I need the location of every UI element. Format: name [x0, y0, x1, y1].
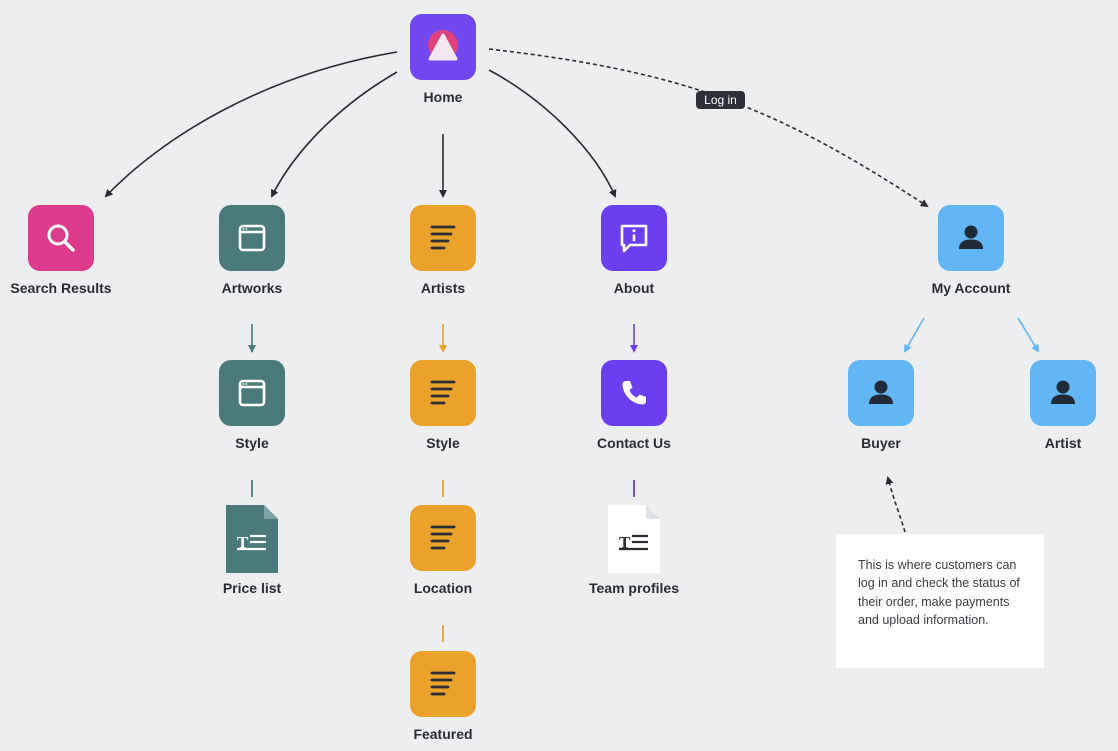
- my-account-label: My Account: [931, 280, 1011, 296]
- browser-window-icon: [238, 379, 266, 407]
- edge-home-artworks: [271, 71, 398, 198]
- artist-label: Artist: [1044, 435, 1082, 451]
- artists-style-node[interactable]: [410, 360, 476, 426]
- team-profiles-node[interactable]: T: [608, 505, 660, 578]
- about-label: About: [613, 280, 655, 296]
- artworks-node[interactable]: [219, 205, 285, 271]
- artists-label: Artists: [420, 280, 466, 296]
- svg-text:T: T: [619, 533, 631, 552]
- text-lines-icon: [430, 225, 456, 250]
- info-chat-icon: [620, 224, 648, 253]
- text-lines-icon: [430, 525, 456, 550]
- buyer-label: Buyer: [861, 435, 901, 451]
- search-results-node[interactable]: [28, 205, 94, 271]
- artworks-label: Artworks: [221, 280, 283, 296]
- about-node[interactable]: [601, 205, 667, 271]
- price-list-node[interactable]: T: [226, 505, 278, 578]
- edge-home-search-results: [104, 51, 398, 198]
- search-results-label: Search Results: [10, 280, 112, 296]
- home-node[interactable]: [410, 14, 476, 80]
- home-label: Home: [423, 89, 463, 105]
- edge-home-my-account: [488, 48, 929, 208]
- user-icon: [959, 225, 983, 249]
- svg-text:T: T: [237, 533, 249, 552]
- featured-label: Featured: [413, 726, 473, 742]
- home-logo-icon: [428, 30, 458, 61]
- search-icon: [47, 224, 75, 252]
- artists-style-label: Style: [426, 435, 460, 451]
- edge-account-buyer: [904, 317, 925, 353]
- buyer-node[interactable]: [848, 360, 914, 426]
- edge-account-artist: [1017, 317, 1040, 353]
- text-document-icon: T: [226, 505, 278, 573]
- artworks-style-node[interactable]: [219, 360, 285, 426]
- location-label: Location: [413, 580, 473, 596]
- user-icon: [869, 380, 893, 404]
- price-list-label: Price list: [222, 580, 282, 596]
- browser-window-icon: [238, 224, 266, 252]
- artist-node[interactable]: [1030, 360, 1096, 426]
- user-icon: [1051, 380, 1075, 404]
- text-lines-icon: [430, 671, 456, 696]
- featured-node[interactable]: [410, 651, 476, 717]
- my-account-node[interactable]: [938, 205, 1004, 271]
- team-profiles-label: Team profiles: [589, 580, 679, 596]
- text-document-icon: T: [608, 505, 660, 573]
- contact-us-label: Contact Us: [597, 435, 671, 451]
- location-node[interactable]: [410, 505, 476, 571]
- text-lines-icon: [430, 380, 456, 405]
- edge-home-about: [488, 69, 617, 198]
- artists-node[interactable]: [410, 205, 476, 271]
- contact-us-node[interactable]: [601, 360, 667, 426]
- buyer-note: This is where customers can log in and c…: [836, 534, 1044, 668]
- edge-note-buyer: [885, 476, 906, 533]
- phone-icon: [622, 381, 646, 405]
- login-edge-label: Log in: [696, 91, 745, 109]
- artworks-style-label: Style: [235, 435, 269, 451]
